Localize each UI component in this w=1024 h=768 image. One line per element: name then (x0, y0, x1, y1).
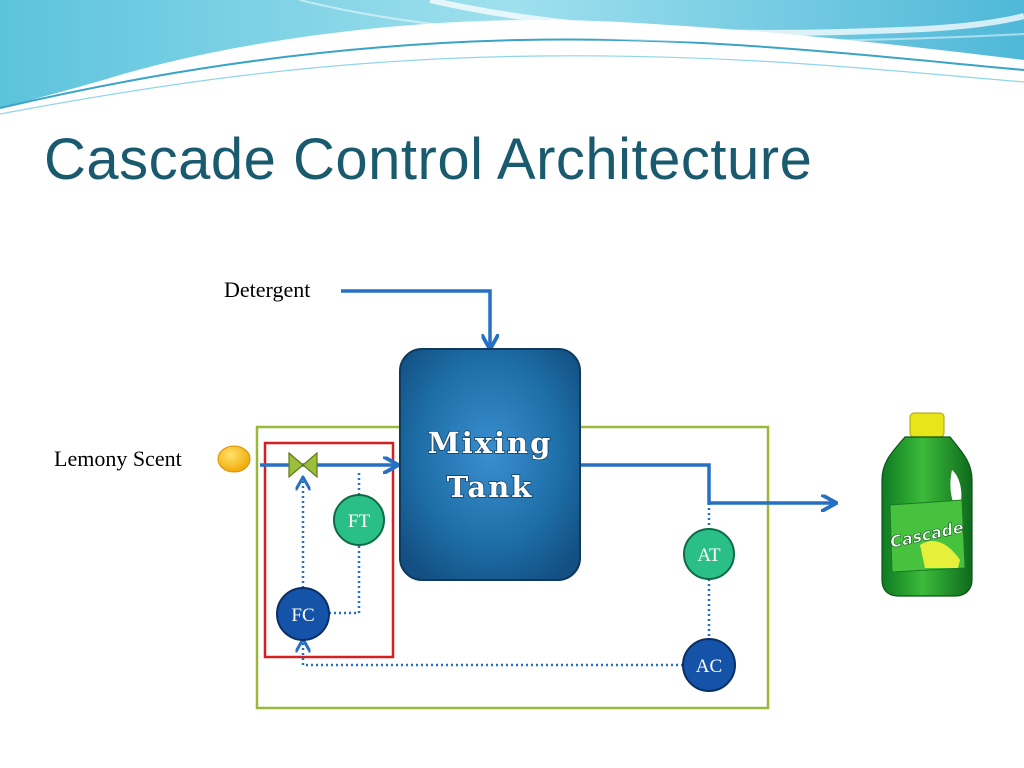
control-valve-icon (288, 451, 318, 479)
tank-label-line1: Mixing (428, 426, 553, 460)
outlet-line (581, 463, 833, 503)
ac-label: AC (696, 656, 722, 677)
signal-lines (303, 473, 711, 667)
header-wave (0, 0, 1024, 115)
at-transmitter: AT (683, 528, 735, 580)
ac-controller: AC (682, 638, 736, 692)
lemon-icon (217, 445, 251, 473)
detergent-label: Detergent (224, 277, 310, 302)
fc-controller: FC (276, 587, 330, 641)
ft-label: FT (348, 511, 371, 532)
mixing-tank: Mixing Tank (399, 348, 581, 581)
at-label: AT (697, 545, 721, 566)
ac-to-fc-signal (303, 642, 683, 667)
ft-transmitter: FT (333, 494, 385, 546)
fc-label: FC (291, 605, 314, 626)
detergent-bottle-image: Cascade (838, 408, 1024, 598)
inner-loop-box (263, 441, 395, 659)
ft-to-fc-signal (329, 546, 361, 615)
lemony-scent-label: Lemony Scent (54, 446, 182, 471)
detergent-feed-line (341, 289, 490, 346)
page-title: Cascade Control Architecture (44, 127, 813, 192)
tank-label-line2: Tank (447, 470, 534, 504)
